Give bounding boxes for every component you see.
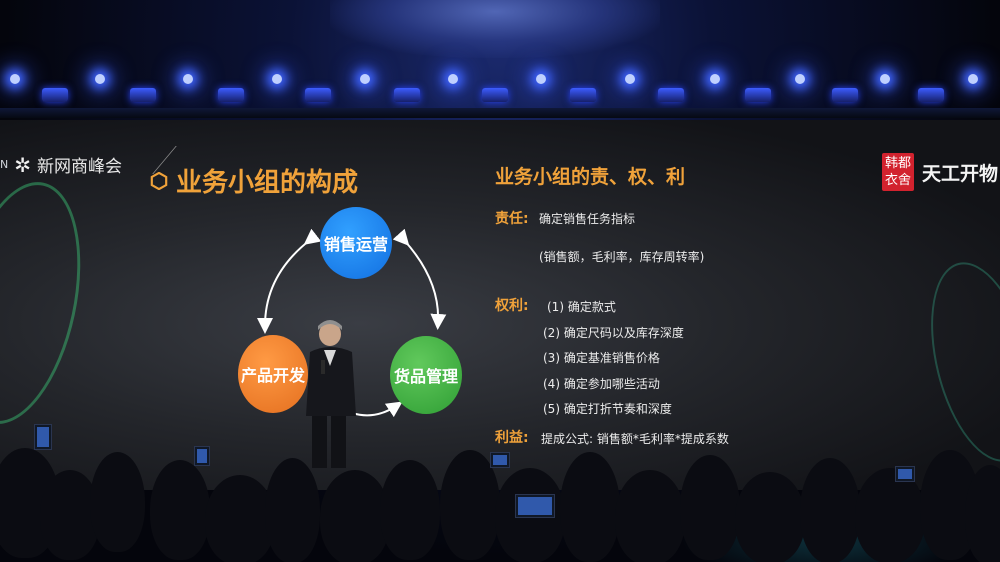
audience-member xyxy=(560,452,620,562)
stage-light xyxy=(710,74,720,84)
stage-light xyxy=(10,74,20,84)
rights-label: 权利: xyxy=(495,298,529,314)
stage-fixture xyxy=(218,88,244,102)
rights-item-num: (5) xyxy=(543,402,560,416)
audience-member xyxy=(440,450,500,560)
responsibility-label: 责任: xyxy=(495,211,529,227)
event-logo-symbol: ✲ xyxy=(14,152,31,177)
audience-member xyxy=(680,455,740,560)
panel-heading: 业务小组的责、权、利 xyxy=(495,166,686,188)
rights-item-text: 确定基准销售价格 xyxy=(563,351,660,365)
stage-fixture xyxy=(482,88,508,102)
brand-seal-line2: 衣舍 xyxy=(884,173,911,188)
stage-fixture xyxy=(42,88,68,102)
slide-title-text: 业务小组的构成 xyxy=(176,168,359,198)
stage-light xyxy=(880,74,890,84)
audience-member xyxy=(265,458,320,562)
raised-phone xyxy=(515,494,555,518)
rights-item: (5) 确定打折节奏和深度 xyxy=(543,400,672,417)
stage-fixture xyxy=(918,88,944,102)
brand-text: 天工开物 xyxy=(922,162,999,185)
audience-member xyxy=(855,468,925,562)
stage-light xyxy=(536,74,546,84)
chandelier xyxy=(330,0,660,58)
rights-item-text: 确定参加哪些活动 xyxy=(563,377,660,391)
rights-item: (2) 确定尺码以及库存深度 xyxy=(543,324,684,341)
stage-fixture xyxy=(745,88,771,102)
stage-fixture xyxy=(305,88,331,102)
rights-item-num: (4) xyxy=(543,377,560,391)
rights-item-num: (1) xyxy=(547,300,564,314)
arrow-top-right xyxy=(392,228,447,330)
slide-title: 业务小组的构成 xyxy=(150,162,358,199)
event-logo-text: 新网商峰会 xyxy=(37,157,122,177)
rights-item-text: 确定打折节奏和深度 xyxy=(563,402,672,416)
stage-fixture xyxy=(832,88,858,102)
cycle-node-product: 产品开发 xyxy=(238,335,308,413)
event-logo: N ✲ 新网商峰会 xyxy=(0,152,122,178)
stage-light xyxy=(448,74,458,84)
rights-item-num: (3) xyxy=(543,351,560,365)
rights-item-num: (2) xyxy=(543,326,560,340)
benefit-label: 利益: xyxy=(495,430,529,446)
stage-light xyxy=(272,74,282,84)
stage-fixture xyxy=(130,88,156,102)
stage-fixture xyxy=(394,88,420,102)
stage-light xyxy=(95,74,105,84)
raised-phone xyxy=(490,452,510,468)
raised-phone xyxy=(34,424,52,450)
audience-member xyxy=(205,475,275,562)
responsibility-detail: (销售额，毛利率，库存周转率) xyxy=(539,250,705,264)
hexagon-icon xyxy=(150,171,168,190)
arrow-top-left xyxy=(257,228,322,334)
cycle-node-goods-label: 货品管理 xyxy=(393,367,458,386)
audience xyxy=(0,424,1000,562)
cycle-node-goods: 货品管理 xyxy=(390,336,462,414)
responsibility-text: 确定销售任务指标 xyxy=(539,212,636,226)
event-logo-edge: N xyxy=(0,158,9,171)
stage-fixture xyxy=(570,88,596,102)
brand-seal: 韩都 衣舍 xyxy=(882,153,914,191)
benefit-text: 提成公式: 销售额*毛利率*提成系数 xyxy=(541,432,729,446)
audience-member xyxy=(380,460,440,560)
audience-member xyxy=(320,470,390,562)
stage-light xyxy=(625,74,635,84)
brand-seal-line1: 韩都 xyxy=(884,156,911,171)
stage-light xyxy=(968,74,978,84)
rights-item: (1) 确定款式 xyxy=(547,298,616,315)
raised-phone xyxy=(895,466,915,482)
stage-truss xyxy=(0,108,1000,118)
stage-light xyxy=(360,74,370,84)
audience-member xyxy=(615,470,685,562)
stage-light xyxy=(183,74,193,84)
cycle-node-sales-label: 销售运营 xyxy=(323,235,388,254)
brand-logo: 韩都 衣舍 天工开物 xyxy=(882,153,998,191)
rights-item: (3) 确定基准销售价格 xyxy=(543,349,660,366)
stage-fixture xyxy=(658,88,684,102)
audience-member xyxy=(965,465,1000,562)
raised-phone xyxy=(194,446,210,466)
speaker-figure xyxy=(306,320,356,468)
cycle-node-product-label: 产品开发 xyxy=(240,366,305,385)
rights-item-text: 确定款式 xyxy=(567,300,616,314)
stage-lights xyxy=(0,62,1000,102)
audience-member xyxy=(150,460,210,560)
rights-item: (4) 确定参加哪些活动 xyxy=(543,375,660,392)
stage-light xyxy=(795,74,805,84)
rights-item-text: 确定尺码以及库存深度 xyxy=(563,326,684,340)
audience-member xyxy=(735,472,805,562)
cycle-node-sales: 销售运营 xyxy=(320,207,392,279)
audience-member xyxy=(800,458,860,562)
audience-member xyxy=(90,452,145,552)
